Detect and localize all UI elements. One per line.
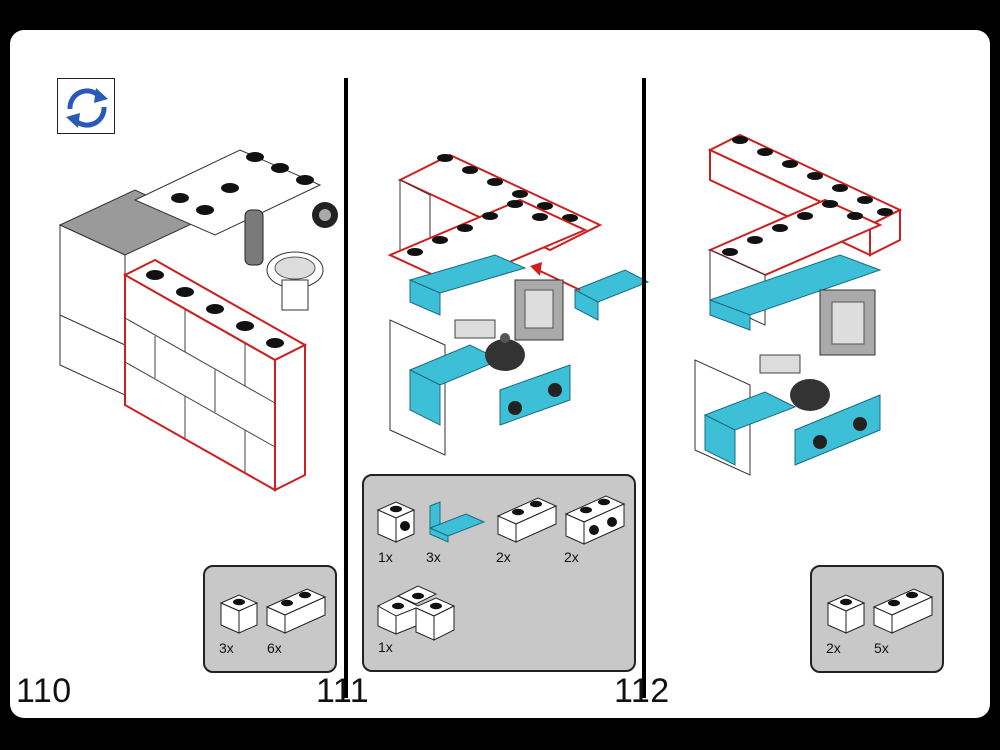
part-quantity: 2x <box>496 549 511 565</box>
part-quantity: 2x <box>564 549 579 565</box>
step-number-112: 112 <box>614 672 670 710</box>
parts-list-step-110: 3x 6x <box>203 565 337 673</box>
step-divider <box>642 78 646 698</box>
white-1x2-brick-icon <box>496 497 558 543</box>
step-divider <box>344 78 348 698</box>
part-quantity: 1x <box>378 549 393 565</box>
part-quantity: 1x <box>378 639 393 655</box>
step-112-model <box>694 133 903 476</box>
parts-list-step-111: 1x 3x 2x 2x <box>362 474 636 672</box>
white-1x2-brick-icon <box>872 588 934 634</box>
part-quantity: 5x <box>874 640 889 656</box>
part-quantity: 6x <box>267 640 282 656</box>
step-110-model <box>58 149 338 492</box>
step-number-111: 111 <box>316 672 370 710</box>
step-111-model <box>387 153 650 456</box>
azure-1x2-bracket-icon <box>428 501 486 543</box>
white-1x2-brick-icon <box>265 588 327 634</box>
white-1x2-brick-studs-side-icon <box>564 495 626 545</box>
rotate-model-icon <box>57 78 115 134</box>
part-quantity: 3x <box>219 640 234 656</box>
white-1x1-brick-icon <box>826 594 866 634</box>
instruction-page: 3x 6x 1x 3x <box>10 30 990 718</box>
part-quantity: 2x <box>826 640 841 656</box>
white-1x1-headlight-brick-icon <box>376 501 416 543</box>
white-1x1-brick-icon <box>219 594 259 634</box>
step-number-110: 110 <box>16 672 72 710</box>
parts-list-step-112: 2x 5x <box>810 565 944 673</box>
part-quantity: 3x <box>426 549 441 565</box>
white-corner-brick-icon <box>377 585 456 641</box>
